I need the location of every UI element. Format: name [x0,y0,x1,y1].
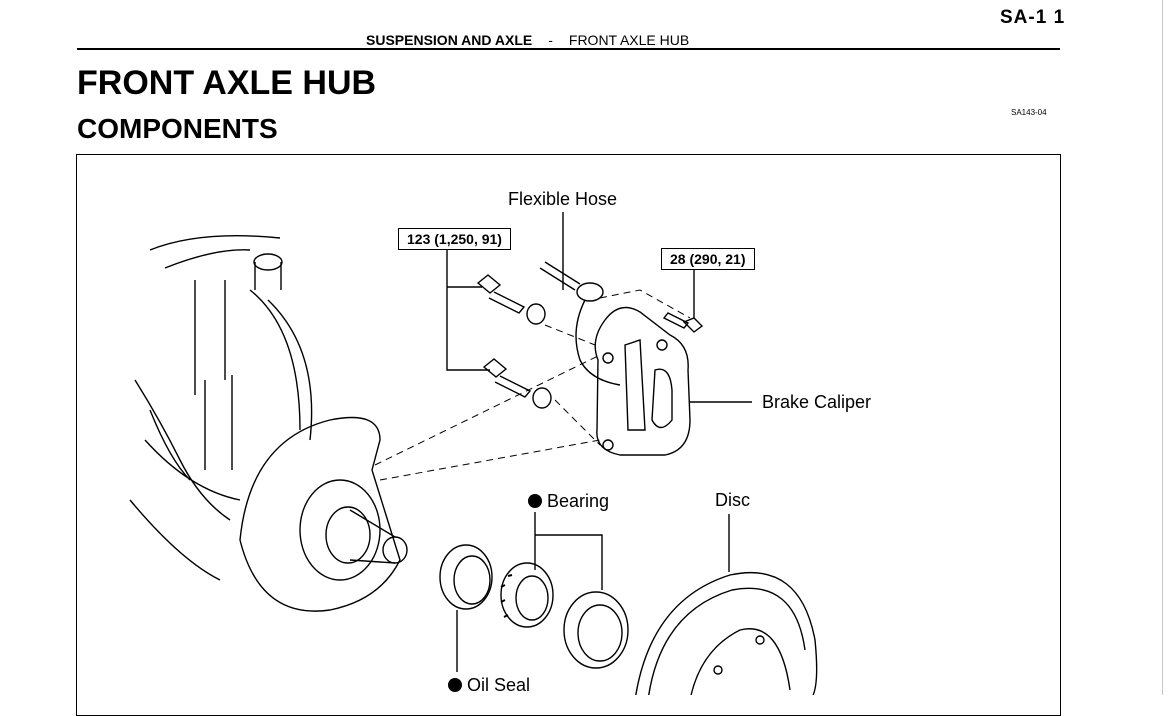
section-heading: COMPONENTS [77,113,278,144]
caliper-bolts [476,274,552,409]
strut-assembly [129,235,313,581]
header-separator: - [548,32,553,48]
section-name: SUSPENSION AND AXLE [366,32,533,48]
non-reusable-marker-icon [448,678,462,692]
label-oil-seal-text: Oil Seal [467,675,531,695]
page-title: FRONT AXLE HUB [77,64,377,102]
figure-id: SA143-04 [1011,108,1047,117]
brake-disc [635,571,818,695]
page-number: SA-1 1 [1000,7,1066,28]
subsection-name: FRONT AXLE HUB [568,32,690,48]
flexible-hose [539,261,621,386]
scrollbar-edge [1162,0,1163,695]
header-rule [77,48,1060,50]
torque-spec-hose-bolt: 28 (290, 21) [661,248,755,270]
leader-lines [446,212,752,672]
label-brake-caliper: Brake Caliper [762,392,872,412]
label-oil-seal: Oil Seal [448,675,530,696]
brake-caliper [594,306,691,456]
label-bearing: Bearing [528,491,609,512]
exploded-diagram [129,212,818,695]
label-flexible-hose: Flexible Hose [508,189,618,209]
hose-bolt [662,312,704,333]
torque-spec-caliper-bolts: 123 (1,250, 91) [398,228,511,250]
non-reusable-marker-icon [528,494,542,508]
oil-seal [439,544,493,610]
dust-shield [239,416,408,612]
label-bearing-text: Bearing [547,491,610,511]
bearing-race [563,591,629,669]
running-header: SUSPENSION AND AXLE-FRONT AXLE HUB [366,32,689,48]
bearing [500,562,554,628]
label-disc: Disc [715,490,750,510]
